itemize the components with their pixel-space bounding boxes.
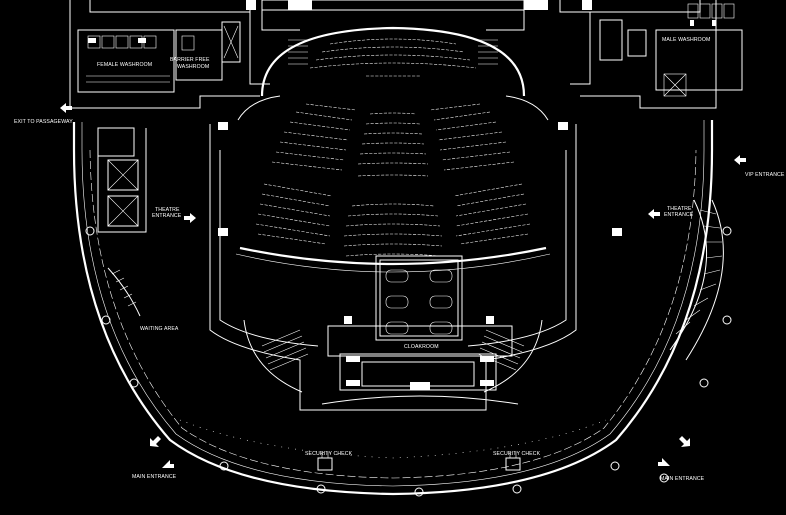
theatre-entrance-right-label-1: THEATRE (667, 206, 692, 212)
security-check-right-label: SECURITY CHECK (493, 451, 541, 457)
vip-arrow-icon (734, 155, 746, 165)
male-washroom-label: MALE WASHROOM (662, 37, 710, 43)
theatre-entrance-right-label-2: ENTRANCE (664, 212, 694, 218)
auditorium (209, 26, 622, 411)
top-service-block (246, 0, 592, 85)
main-entrance-right-label: MAIN ENTRANCE (660, 476, 705, 482)
cloakroom-label: CLOAKROOM (404, 344, 439, 350)
right-curved-stair (669, 199, 724, 361)
female-washroom: FEMALE WASHROOM (77, 29, 175, 93)
barrier-free-washroom: BARRIER FREE WASHROOM (170, 21, 241, 81)
cloakroom: CLOAKROOM (321, 255, 519, 405)
arrow-icons (60, 103, 746, 468)
main-entrance-left-arrow2-icon (162, 460, 174, 468)
seating-lower (255, 183, 531, 257)
facade-columns (85, 226, 732, 497)
barrier-free-label-line2: WASHROOM (177, 64, 209, 70)
exit-passageway-label: EXIT TO PASSAGEWAY (14, 119, 73, 125)
main-entrance-right-arrow-icon (679, 436, 690, 447)
outer-building-shell (69, 0, 717, 496)
seating-upper (309, 38, 477, 77)
seating-middle (271, 103, 515, 177)
theatre-entrance-left-label-1: THEATRE (155, 207, 180, 213)
left-lift-core (97, 127, 147, 233)
security-right: SECURITY CHECK (493, 451, 541, 471)
main-entrance-right-arrow2-icon (658, 458, 670, 466)
barrier-free-label-line1: BARRIER FREE (170, 57, 210, 63)
female-washroom-label: FEMALE WASHROOM (97, 62, 152, 68)
waiting-seat-arc (107, 267, 141, 317)
exit-arrow-icon (60, 103, 72, 113)
waiting-area-label: WAITING AREA (140, 326, 179, 332)
security-check-left-label: SECURITY CHECK (305, 451, 353, 457)
male-washroom: MALE WASHROOM (599, 3, 743, 97)
queue-line (179, 419, 607, 459)
vip-entrance-label: VIP ENTRANCE (745, 172, 785, 178)
main-entrance-left-arrow-icon (150, 436, 161, 447)
security-left: SECURITY CHECK (305, 451, 353, 471)
theatre-entrance-right-arrow-icon (648, 209, 660, 219)
main-entrance-left-label: MAIN ENTRANCE (132, 474, 177, 480)
side-stairs (243, 319, 543, 393)
theatre-entrance-left-arrow-icon (184, 213, 196, 223)
theatre-entrance-left-label-2: ENTRANCE (152, 213, 182, 219)
